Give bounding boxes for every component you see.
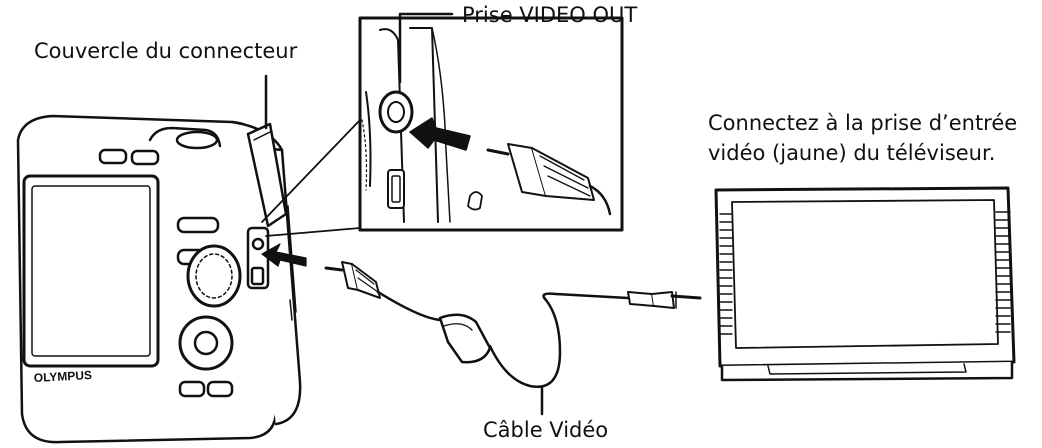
tv-instruction-line2: vidéo (jaune) du téléviseur.: [708, 141, 996, 165]
video-cable: [261, 243, 702, 389]
television: [714, 186, 1016, 382]
zoom-inset: [261, 16, 624, 237]
tv-instruction-line1: Connectez à la prise d’entrée: [708, 111, 1018, 135]
video-out-jack-label: Prise VIDEO OUT: [462, 3, 638, 27]
video-out-pointer-line: [398, 12, 454, 84]
camera: [16, 114, 302, 444]
camera-brand: OLYMPUS: [33, 368, 92, 385]
video-cable-label: Câble Vidéo: [483, 418, 609, 442]
connector-cover-label: Couvercle du connecteur: [34, 39, 298, 63]
